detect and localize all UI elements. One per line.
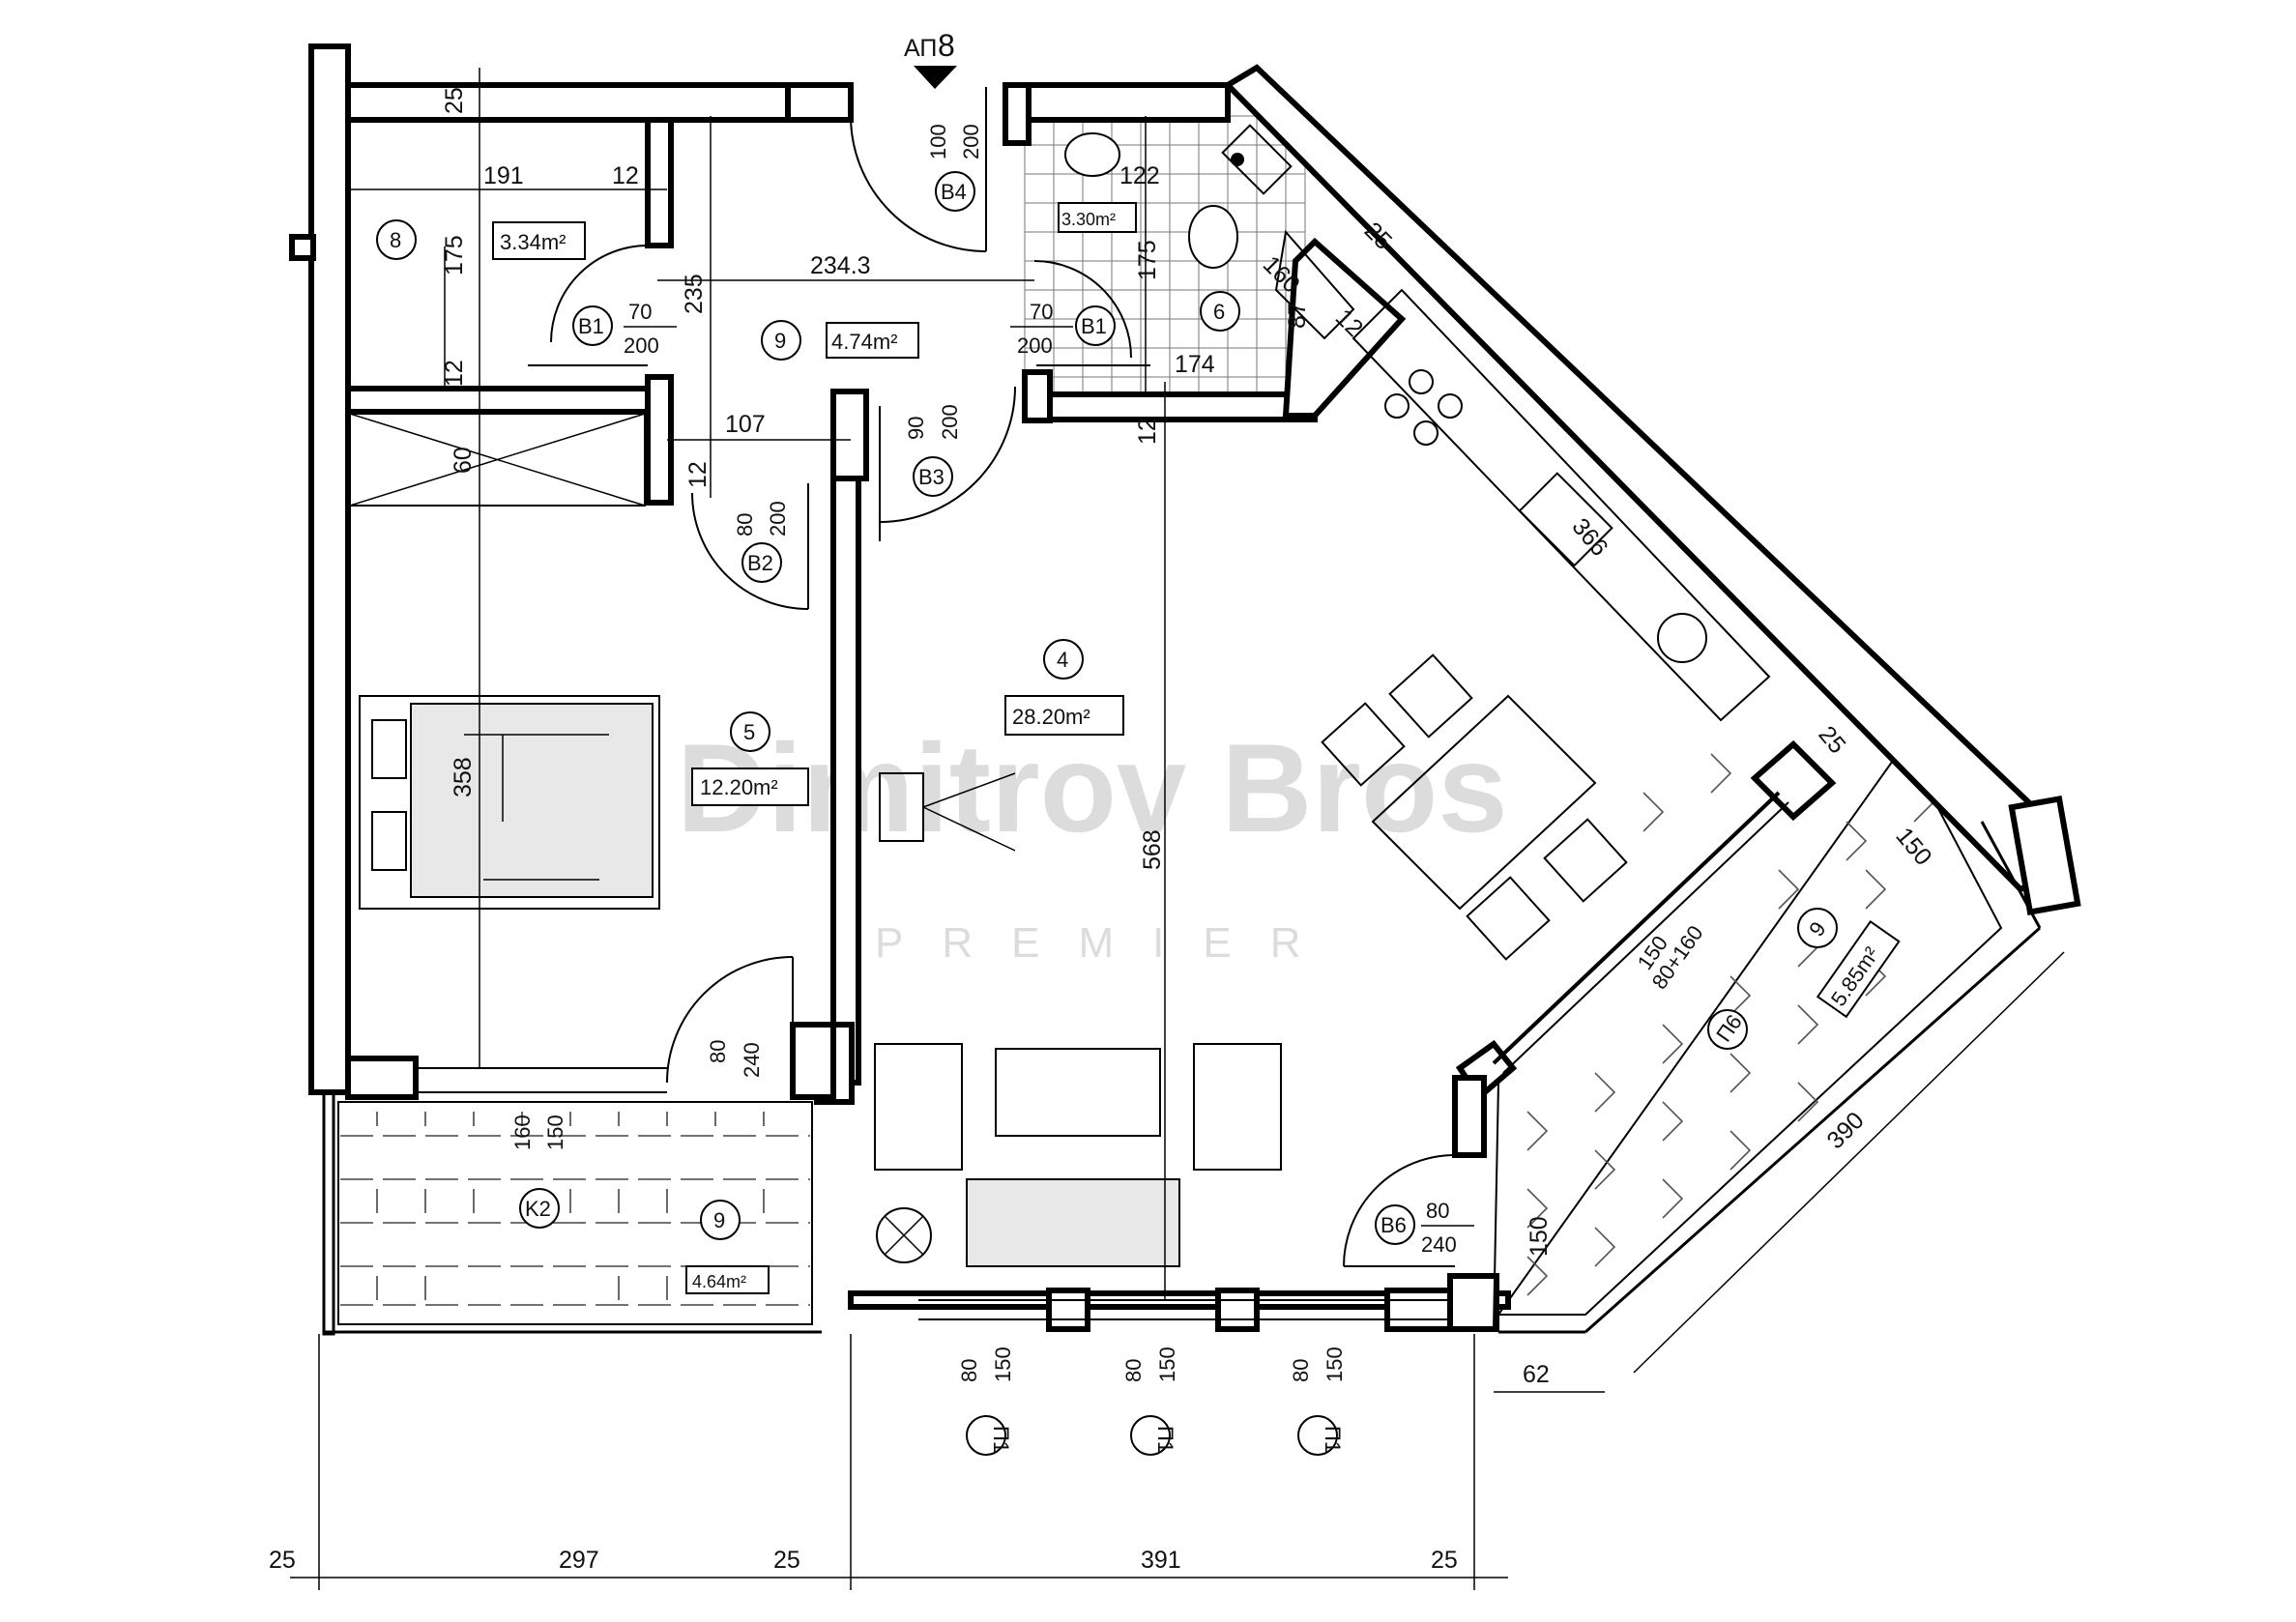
door-b1-left-w: 70 bbox=[628, 300, 652, 324]
room-bedroom-area: 12.20m² bbox=[700, 775, 778, 799]
dim-366: 366 bbox=[1566, 513, 1613, 562]
kitchen-counter bbox=[1351, 288, 1771, 722]
window-3-h: 150 bbox=[1322, 1347, 1347, 1382]
dim-87: 87 bbox=[1284, 302, 1311, 329]
room-wc-number: 8 bbox=[390, 228, 401, 252]
door-swings bbox=[528, 87, 1456, 1267]
door-k2-w: 160 bbox=[510, 1115, 535, 1150]
room-bath-number: 6 bbox=[1213, 300, 1225, 324]
door-b3-h: 200 bbox=[938, 404, 962, 440]
room-bath-area: 3.30m² bbox=[1061, 210, 1116, 229]
door-b6-tag: B6 bbox=[1381, 1213, 1407, 1237]
door-b2-w: 80 bbox=[733, 513, 757, 536]
dim-62: 62 bbox=[1523, 1361, 1550, 1388]
dim-bottom-0: 25 bbox=[269, 1547, 296, 1574]
dim-12b: 12 bbox=[441, 360, 468, 387]
window-1-tag: П1 bbox=[989, 1426, 1013, 1453]
dim-191: 191 bbox=[483, 162, 524, 189]
dim-107: 107 bbox=[725, 411, 766, 438]
dim-358: 358 bbox=[450, 757, 477, 797]
bed bbox=[359, 695, 660, 910]
dim-top-25: 25 bbox=[441, 87, 468, 114]
dim-12a: 12 bbox=[612, 162, 639, 189]
watermark-main: Dimitrov Bros bbox=[677, 717, 1508, 858]
dim-175: 175 bbox=[441, 235, 468, 275]
apartment-marker-icon bbox=[914, 66, 957, 89]
dim-150b: 150 bbox=[1526, 1216, 1553, 1257]
door-b3-tag: B3 bbox=[918, 465, 945, 489]
room-terrace-left-area: 4.64m² bbox=[692, 1272, 746, 1291]
terrace-right-tiles bbox=[1497, 742, 2003, 1316]
door-k2-h: 150 bbox=[543, 1115, 567, 1150]
door-b4-tag: B4 bbox=[941, 180, 967, 204]
door-b1-left-h: 200 bbox=[624, 333, 659, 358]
dim-568: 568 bbox=[1139, 829, 1166, 870]
window-3-w: 80 bbox=[1289, 1359, 1313, 1382]
dim-60: 60 bbox=[450, 447, 477, 474]
door-b1-right-w: 70 bbox=[1030, 300, 1053, 324]
door-b4-h: 200 bbox=[959, 124, 983, 159]
dim-12d: 12 bbox=[684, 461, 712, 488]
room-living-number: 4 bbox=[1057, 648, 1068, 672]
room-hall-area: 4.74m² bbox=[831, 330, 897, 354]
door-b6-h: 240 bbox=[1421, 1232, 1457, 1257]
window-2-h: 150 bbox=[1155, 1347, 1179, 1382]
room-bedroom-number: 5 bbox=[743, 720, 755, 744]
dim-150a: 150 bbox=[1890, 823, 1936, 871]
sofa-set bbox=[874, 1043, 1282, 1267]
dim-bottom-1: 297 bbox=[559, 1547, 599, 1574]
window-1-w: 80 bbox=[957, 1359, 981, 1382]
wardrobe bbox=[349, 413, 646, 507]
window-1-h: 150 bbox=[991, 1347, 1015, 1382]
apartment-number: 8 bbox=[938, 28, 955, 63]
dim-bottom-4: 25 bbox=[1431, 1547, 1458, 1574]
door-b1-right-tag: B1 bbox=[1081, 314, 1107, 338]
dim-bottom-2: 25 bbox=[773, 1547, 800, 1574]
room-terrace-left-number: 9 bbox=[713, 1208, 725, 1232]
door-b6-w: 80 bbox=[1426, 1199, 1449, 1223]
dim-25s: 25 bbox=[1813, 721, 1850, 759]
window-3-tag: П1 bbox=[1321, 1426, 1345, 1453]
door-bedroom-balcony-h: 240 bbox=[740, 1042, 764, 1078]
door-b1-left-tag: B1 bbox=[578, 314, 604, 338]
dim-174: 174 bbox=[1175, 351, 1215, 378]
window-2-w: 80 bbox=[1121, 1359, 1146, 1382]
door-b4-w: 100 bbox=[926, 124, 950, 159]
room-living-area: 28.20m² bbox=[1012, 705, 1090, 729]
dimension-lines bbox=[290, 68, 2065, 1590]
room-wc-area: 3.34m² bbox=[500, 230, 566, 254]
dim-12e: 12 bbox=[1134, 418, 1161, 445]
door-k2-tag: K2 bbox=[525, 1197, 551, 1221]
dim-175b: 175 bbox=[1134, 240, 1161, 280]
door-b2-tag: B2 bbox=[747, 551, 773, 575]
tv-lamp bbox=[879, 772, 1016, 852]
dim-bottom-3: 391 bbox=[1141, 1547, 1181, 1574]
apartment-prefix: АП bbox=[904, 35, 937, 62]
room-hall-number: 9 bbox=[774, 329, 786, 353]
window-2-tag: П1 bbox=[1153, 1426, 1177, 1453]
door-b3-w: 90 bbox=[904, 417, 928, 440]
door-bedroom-balcony-w: 80 bbox=[706, 1040, 730, 1063]
dim-235: 235 bbox=[681, 274, 708, 314]
dining-table bbox=[1321, 653, 1628, 961]
dim-234-3: 234.3 bbox=[810, 252, 871, 279]
door-b2-h: 200 bbox=[766, 501, 790, 536]
labels: АП 8 8 3.34m² 9 4.74m² 3.30m² 6 4 28.20m… bbox=[269, 28, 1937, 1574]
walls bbox=[289, 43, 2081, 1336]
dim-122: 122 bbox=[1119, 162, 1160, 189]
bathroom-fixtures bbox=[1064, 124, 1355, 340]
door-b1-right-h: 200 bbox=[1017, 333, 1053, 358]
watermark-sub: PREMIER bbox=[875, 919, 1339, 967]
